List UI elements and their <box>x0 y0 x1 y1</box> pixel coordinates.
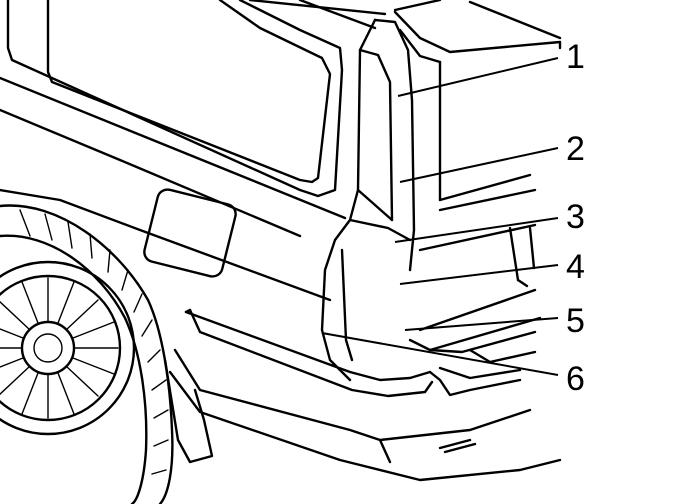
leader-line-6 <box>321 332 559 376</box>
callout-labels: 1 2 3 4 5 6 <box>566 38 585 398</box>
callout-5: 5 <box>566 302 585 340</box>
body-side <box>0 76 347 302</box>
callout-2: 2 <box>566 130 585 168</box>
leader-lines <box>321 57 559 376</box>
roof-outline <box>248 0 562 202</box>
rear-bumper <box>168 308 562 482</box>
callout-6: 6 <box>566 360 585 398</box>
leader-line-1 <box>397 57 559 97</box>
rear-wheel <box>0 204 174 504</box>
callout-1: 1 <box>566 38 585 76</box>
leader-line-2 <box>399 147 559 183</box>
leader-line-3 <box>394 217 559 243</box>
callout-4: 4 <box>566 248 585 286</box>
rear-pillar <box>320 18 416 382</box>
leader-line-4 <box>399 264 559 285</box>
leader-line-5 <box>404 317 559 331</box>
tailgate <box>408 173 542 364</box>
mud-flap <box>163 358 214 464</box>
fuel-filler-door <box>143 188 237 278</box>
side-window <box>6 0 344 198</box>
callout-3: 3 <box>566 198 585 236</box>
